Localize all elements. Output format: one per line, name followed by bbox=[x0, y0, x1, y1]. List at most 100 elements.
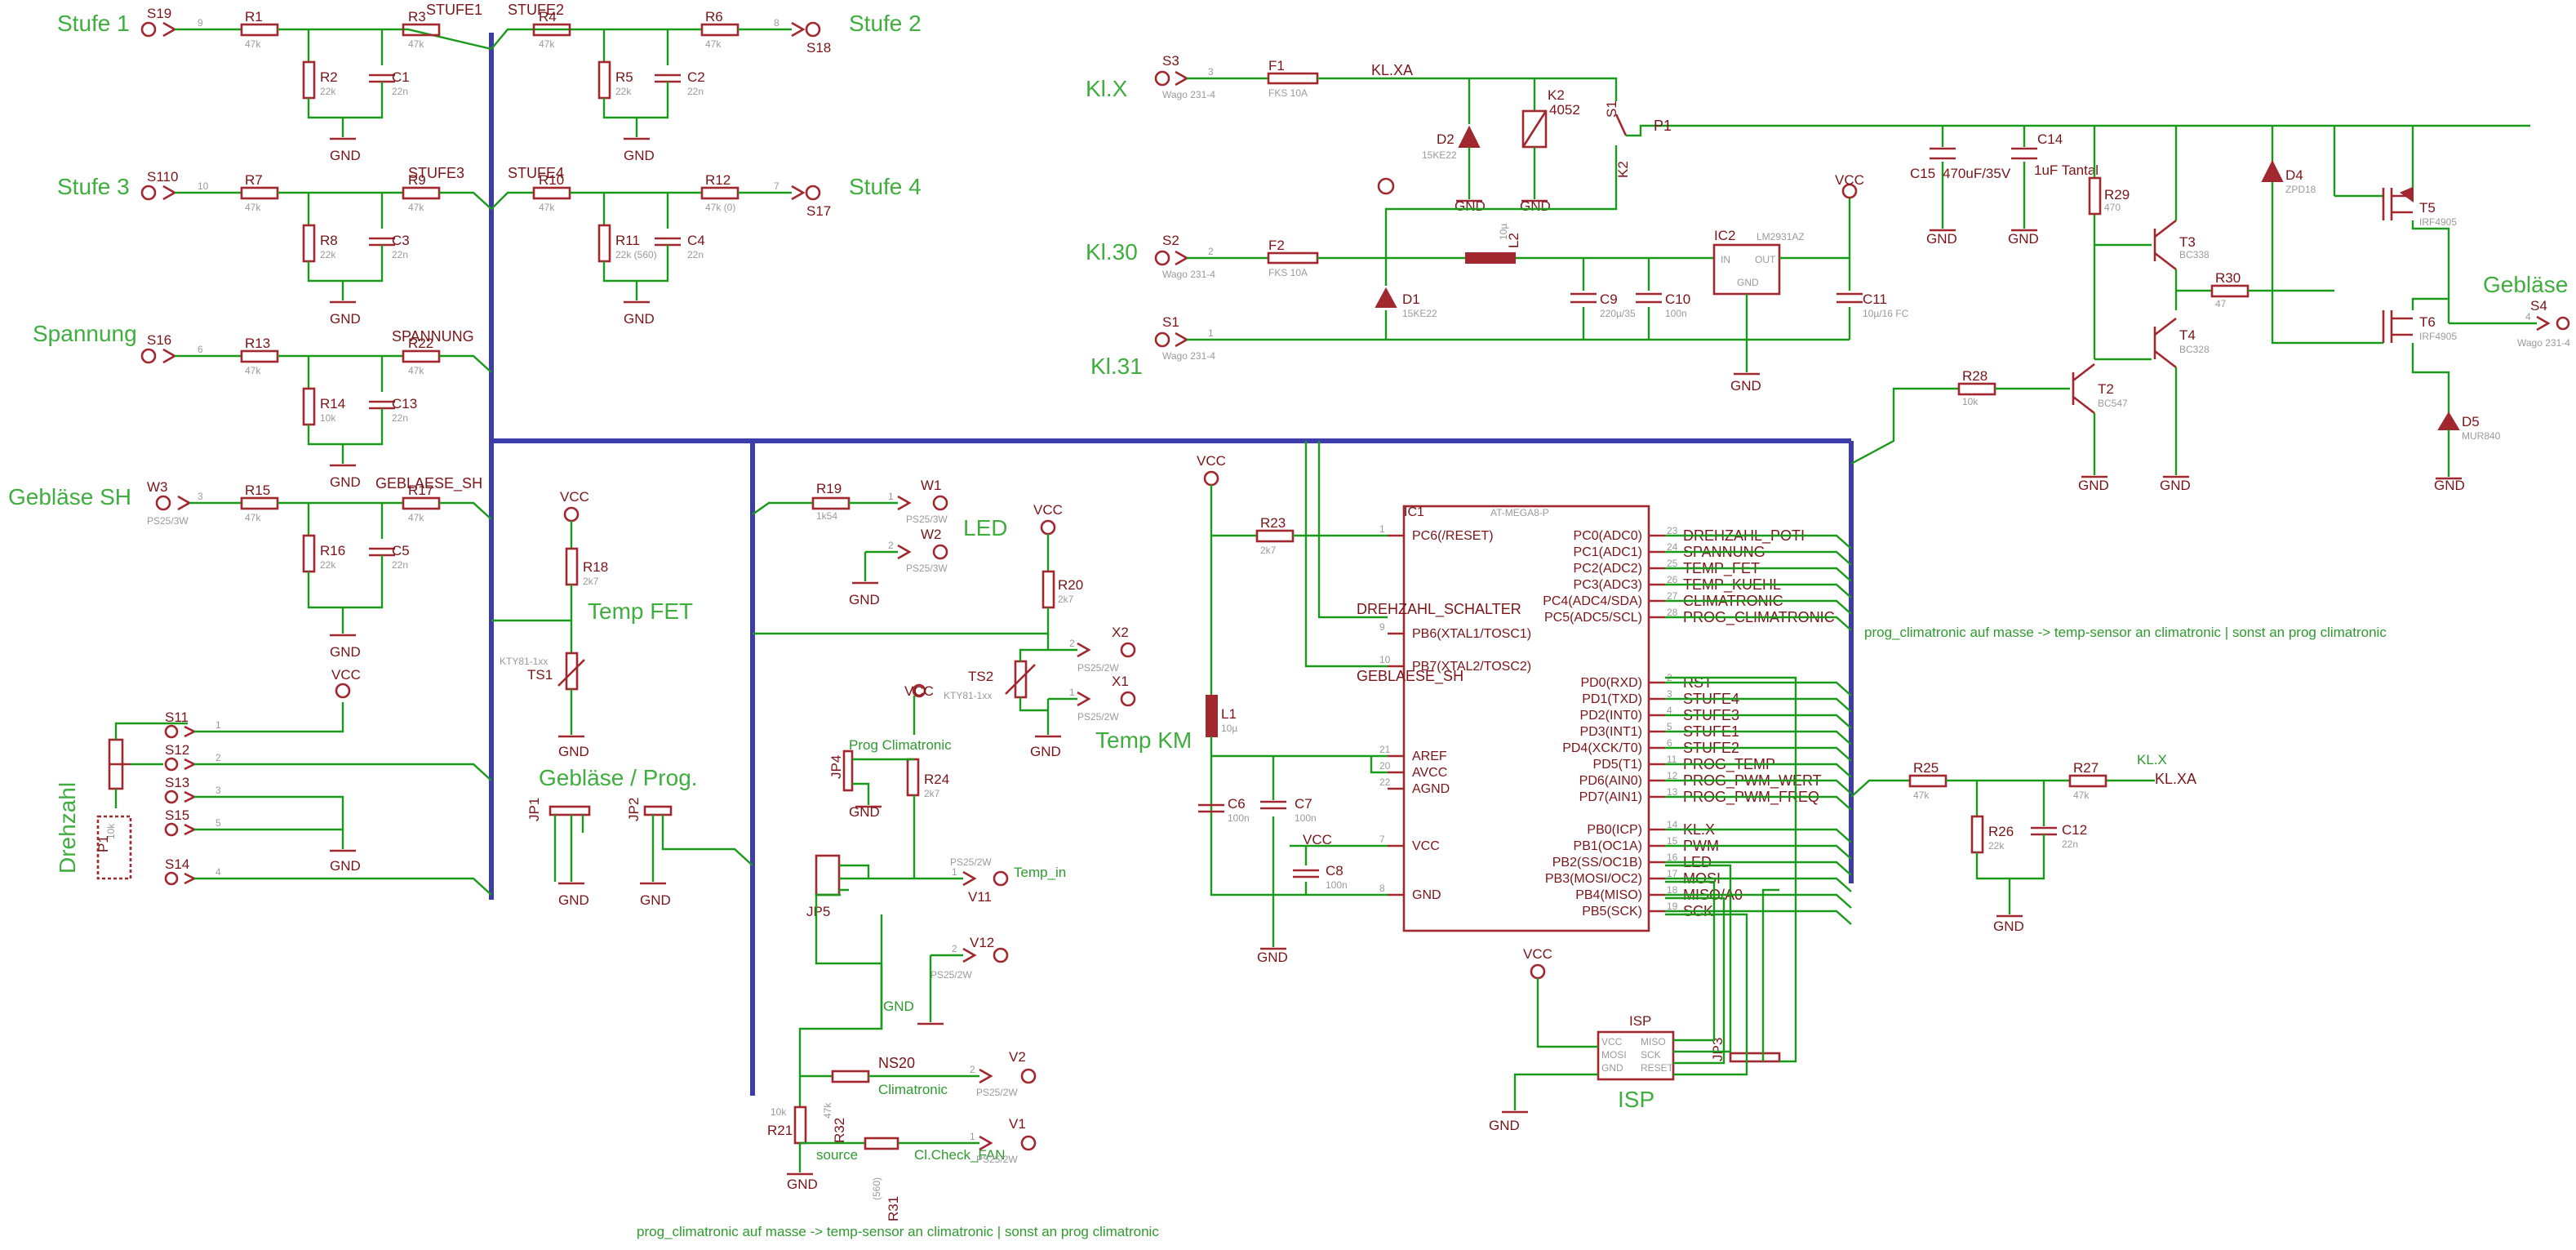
svg-text:3: 3 bbox=[1208, 66, 1214, 78]
svg-text:S11: S11 bbox=[165, 710, 189, 725]
svg-text:22k: 22k bbox=[1988, 840, 2005, 852]
svg-text:9: 9 bbox=[198, 17, 203, 29]
ic1-left-pin-name: AVCC bbox=[1412, 766, 1447, 780]
svg-text:1: 1 bbox=[1069, 687, 1075, 698]
ic1-right-pin-name: PC3(ADC3) bbox=[1574, 578, 1642, 592]
svg-text:GND: GND bbox=[558, 892, 589, 908]
ic1-right-pin-name: PD1(TXD) bbox=[1582, 692, 1642, 706]
svg-text:PS25/2W: PS25/2W bbox=[1077, 711, 1119, 723]
ic1-left-pin-name: AREF bbox=[1412, 750, 1447, 763]
svg-text:R6: R6 bbox=[705, 9, 723, 24]
svg-text:C14: C14 bbox=[2037, 131, 2063, 147]
svg-text:100n: 100n bbox=[1326, 879, 1348, 891]
ic1-left-pin-number: 10 bbox=[1379, 654, 1391, 665]
svg-text:PS25/2W: PS25/2W bbox=[930, 969, 972, 981]
svg-text:KTY81-1xx: KTY81-1xx bbox=[500, 656, 548, 667]
stufe1-label: Stufe 1 bbox=[57, 11, 130, 36]
svg-text:R24: R24 bbox=[924, 772, 949, 787]
svg-text:R11: R11 bbox=[615, 233, 640, 248]
svg-text:V12: V12 bbox=[970, 935, 994, 950]
ic1-right-pin-number: 23 bbox=[1667, 525, 1678, 536]
svg-text:V1: V1 bbox=[1009, 1116, 1026, 1132]
svg-text:GND: GND bbox=[1926, 231, 1957, 247]
ic1-right-pin-name: PB4(MISO) bbox=[1575, 888, 1642, 902]
svg-text:R19: R19 bbox=[816, 481, 842, 496]
svg-text:FKS 10A: FKS 10A bbox=[1268, 267, 1308, 278]
svg-text:PS25/3W: PS25/3W bbox=[906, 563, 948, 574]
svg-text:R8: R8 bbox=[320, 233, 338, 248]
svg-text:4: 4 bbox=[215, 866, 221, 878]
svg-text:47k: 47k bbox=[408, 365, 424, 376]
svg-text:C2: C2 bbox=[687, 69, 705, 85]
svg-text:JP5: JP5 bbox=[806, 904, 830, 919]
svg-text:22n: 22n bbox=[687, 249, 704, 260]
svg-text:S2: S2 bbox=[1162, 233, 1179, 248]
svg-text:1: 1 bbox=[888, 491, 894, 502]
svg-text:R16: R16 bbox=[320, 543, 345, 558]
svg-text:S1: S1 bbox=[1162, 314, 1179, 330]
svg-text:STUFE2: STUFE2 bbox=[508, 2, 564, 18]
svg-text:LED: LED bbox=[963, 515, 1007, 540]
svg-text:R32: R32 bbox=[832, 1118, 847, 1143]
svg-text:S14: S14 bbox=[165, 856, 189, 872]
svg-text:Wago 231-4: Wago 231-4 bbox=[1162, 350, 1215, 362]
svg-text:BC338: BC338 bbox=[2179, 249, 2210, 260]
ic1-right-pin-name: PB2(SS/OC1B) bbox=[1552, 856, 1642, 870]
svg-text:47k: 47k bbox=[245, 202, 261, 213]
ic1-right-pin-number: 26 bbox=[1667, 574, 1678, 585]
svg-text:Spannung: Spannung bbox=[33, 321, 137, 346]
svg-text:STUFE3: STUFE3 bbox=[408, 165, 464, 181]
ic1-right-net-wire bbox=[1665, 779, 1852, 794]
svg-text:R22: R22 bbox=[408, 336, 433, 351]
svg-text:R14: R14 bbox=[320, 396, 345, 411]
svg-text:R31: R31 bbox=[886, 1196, 901, 1221]
svg-text:47: 47 bbox=[2215, 298, 2227, 309]
svg-text:Temp FET: Temp FET bbox=[588, 598, 693, 624]
svg-text:R5: R5 bbox=[615, 69, 633, 85]
s19-label: S19 bbox=[147, 6, 171, 21]
svg-text:22n: 22n bbox=[2062, 839, 2078, 850]
svg-text:R26: R26 bbox=[1988, 824, 2014, 839]
svg-text:Kl.30: Kl.30 bbox=[1086, 239, 1138, 265]
svg-text:GND: GND bbox=[330, 311, 361, 327]
svg-text:R13: R13 bbox=[245, 336, 270, 351]
spannung-block: Spannung S16 6 R13 47k SPANNUNG R22 47k … bbox=[33, 321, 492, 490]
svg-text:AT-MEGA8-P: AT-MEGA8-P bbox=[1490, 507, 1549, 518]
svg-text:LM2931AZ: LM2931AZ bbox=[1757, 231, 1805, 242]
svg-text:GND: GND bbox=[1257, 950, 1288, 965]
klx-divider-block: R25 47k R27 47k KL.X KL.XA R26 22k C12 2… bbox=[1850, 625, 2387, 934]
svg-text:15KE22: 15KE22 bbox=[1422, 149, 1457, 161]
ic1-right-net-wire bbox=[1665, 828, 1852, 843]
ic1-right-net-wire bbox=[1665, 567, 1852, 582]
svg-text:5: 5 bbox=[215, 817, 221, 829]
svg-text:Wago 231-4: Wago 231-4 bbox=[1162, 89, 1215, 100]
svg-text:SPANNUNG: SPANNUNG bbox=[392, 328, 474, 345]
svg-text:S13: S13 bbox=[165, 775, 189, 790]
led-block: R19 1k54 1 W1 PS25/3W 2 W2 PS25/3W LED G… bbox=[752, 478, 1192, 759]
svg-text:R7: R7 bbox=[245, 172, 263, 188]
svg-text:PS25/3W: PS25/3W bbox=[906, 514, 948, 525]
svg-text:(560): (560) bbox=[871, 1177, 882, 1200]
ic1-right-pin-name: PD6(AIN0) bbox=[1579, 774, 1642, 788]
svg-text:ZPD18: ZPD18 bbox=[2285, 184, 2316, 195]
ic1-right-pin-number: 17 bbox=[1667, 868, 1678, 879]
ic1-right-net-wire bbox=[1665, 861, 1852, 876]
svg-text:10k: 10k bbox=[105, 823, 117, 839]
svg-text:R27: R27 bbox=[2073, 760, 2099, 776]
svg-text:47k: 47k bbox=[408, 38, 424, 50]
svg-text:S18: S18 bbox=[806, 40, 831, 56]
ic1-left-pin-name: AGND bbox=[1412, 782, 1450, 796]
ic1-right-net-wire bbox=[1665, 877, 1852, 892]
svg-text:R3: R3 bbox=[408, 9, 426, 24]
svg-text:10k: 10k bbox=[771, 1106, 787, 1118]
svg-text:47k: 47k bbox=[539, 202, 555, 213]
svg-text:DREHZAHL_SCHALTER: DREHZAHL_SCHALTER bbox=[1357, 601, 1521, 618]
svg-text:GND: GND bbox=[883, 999, 914, 1014]
svg-text:TS1: TS1 bbox=[527, 667, 553, 683]
svg-text:C5: C5 bbox=[392, 543, 410, 558]
note-right: prog_climatronic auf masse -> temp-senso… bbox=[1864, 625, 2387, 640]
svg-text:100n: 100n bbox=[1295, 812, 1317, 824]
svg-text:GND: GND bbox=[1455, 198, 1486, 214]
